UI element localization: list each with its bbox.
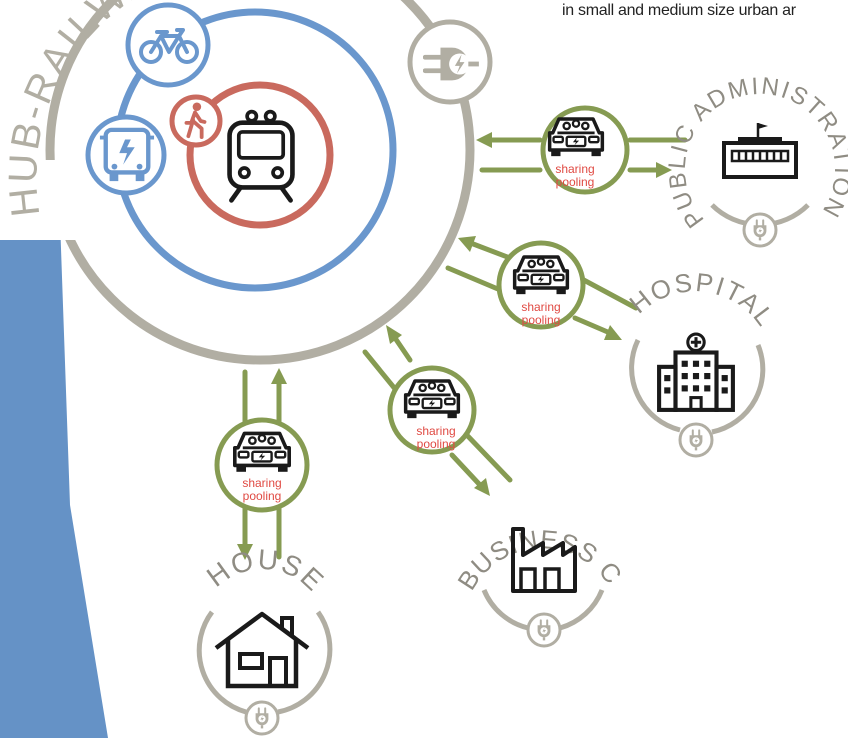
car-badge-hospital: sharing pooling bbox=[512, 255, 570, 327]
side-band bbox=[0, 190, 108, 738]
government-building-icon bbox=[724, 123, 796, 177]
destination-public-administration: PUBLIC ADMINISTRATION bbox=[664, 73, 848, 248]
hospital-label: HOSPITAL bbox=[624, 267, 782, 333]
caption-text: in small and medium size urban ar bbox=[562, 2, 796, 19]
destination-house: HOUSE bbox=[196, 543, 333, 736]
car-badge-public-administration: sharing pooling bbox=[547, 117, 605, 189]
house-label: HOUSE bbox=[201, 543, 331, 597]
public-administration-label: PUBLIC ADMINISTRATION bbox=[664, 73, 848, 233]
car-badge-line2: pooling bbox=[243, 489, 282, 503]
hub-red-ring bbox=[186, 81, 334, 229]
bicycle-badge bbox=[125, 2, 211, 88]
car-badge-line2: pooling bbox=[417, 437, 456, 451]
hospital-icon bbox=[659, 334, 733, 410]
train-icon bbox=[230, 112, 293, 201]
car-badge-line1: sharing bbox=[521, 300, 560, 314]
car-badge-line1: sharing bbox=[242, 476, 281, 490]
car-badge-line1: sharing bbox=[555, 162, 594, 176]
car-badge-line2: pooling bbox=[556, 175, 595, 189]
hub-label-gap bbox=[0, 160, 78, 240]
car-badge-line1: sharing bbox=[416, 424, 455, 438]
car-badge-business-company: sharing pooling bbox=[403, 379, 461, 451]
destination-hospital: HOSPITAL bbox=[624, 267, 782, 458]
house-icon bbox=[216, 614, 308, 686]
pedestrian-badge bbox=[169, 94, 223, 148]
car-badge-house: sharing pooling bbox=[232, 431, 292, 503]
car-badge-line2: pooling bbox=[522, 313, 561, 327]
